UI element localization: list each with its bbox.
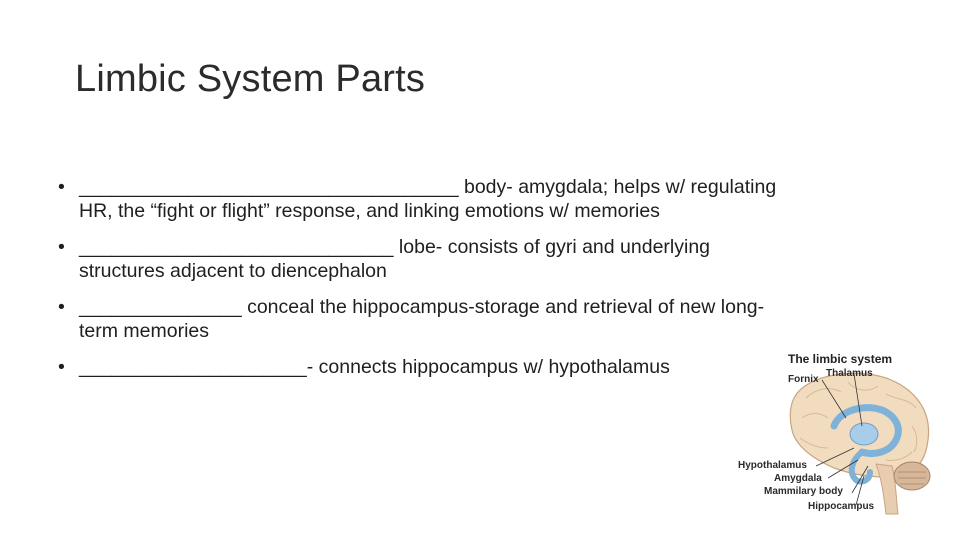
brain-gyri	[799, 381, 918, 461]
bullet-item: _____________________- connects hippocam…	[58, 355, 798, 379]
thalamus-shape	[849, 422, 879, 446]
slide-title: Limbic System Parts	[75, 58, 426, 100]
label-thalamus: Thalamus	[826, 368, 873, 379]
bullet-item: _____________________________ lobe- cons…	[58, 235, 798, 283]
brain-illustration	[789, 372, 931, 515]
limbic-system-figure: The limbic system Thalamus Fornix Hypoth…	[736, 348, 946, 518]
label-hippocampus: Hippocampus	[808, 501, 875, 512]
label-mammillary-body: Mammilary body	[764, 486, 843, 497]
bullet-item: _______________ conceal the hippocampus-…	[58, 295, 798, 343]
label-hypothalamus: Hypothalamus	[738, 460, 807, 471]
bullet-list: ___________________________________ body…	[58, 175, 798, 391]
label-amygdala: Amygdala	[774, 473, 822, 484]
cerebellum-shape	[893, 461, 931, 491]
leader-lines	[815, 373, 869, 506]
figure-title: The limbic system	[788, 352, 893, 366]
label-fornix: Fornix	[788, 374, 819, 385]
limbic-ring	[830, 404, 902, 457]
bullet-item: ___________________________________ body…	[58, 175, 798, 223]
hippocampus-shape	[848, 449, 873, 485]
